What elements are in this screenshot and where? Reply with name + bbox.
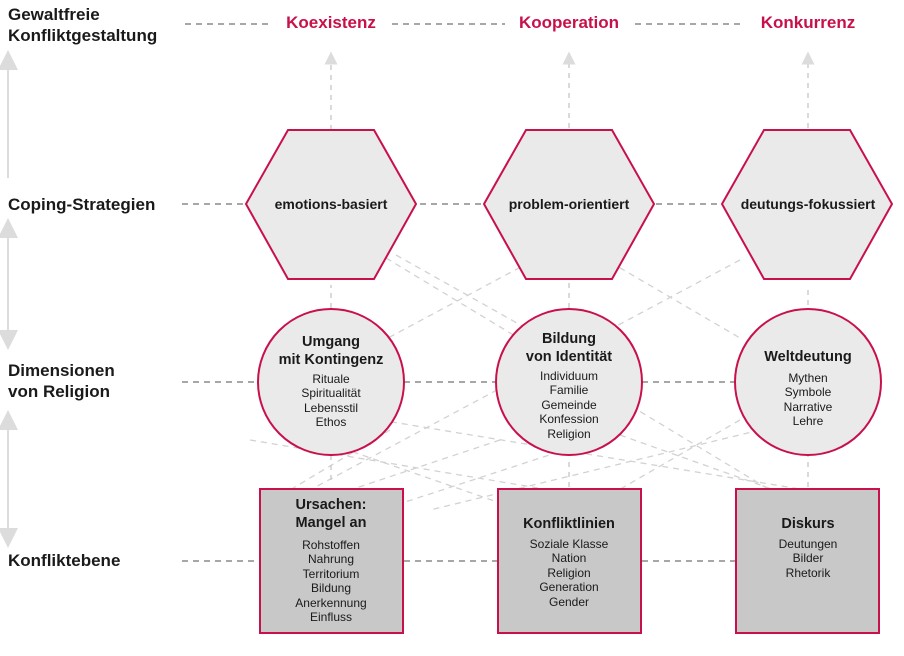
dimension-item: Lebensstil [303,400,359,415]
strategy-label-emotions: emotions-basiert [274,196,388,212]
box-ursachen [259,488,404,634]
conflict-konfliktlinien: Konfliktlinien Soziale Klasse Nation Rel… [499,515,639,609]
dimension-kontingenz: Umgang mit Kontingenz Rituale Spirituali… [266,333,396,430]
dimension-item: Gemeinde [541,397,597,412]
conflict-item: Generation [539,580,599,595]
conflict-title: Ursachen: Mangel an [295,497,367,531]
conflict-title: Konfliktlinien [523,516,615,532]
circle-identitaet [495,308,643,456]
circle-weltdeutung [734,308,882,456]
conflict-item: Bildung [310,581,352,596]
goal-label-cooperation: Kooperation [518,13,620,32]
dimension-weltdeutung: Weltdeutung Mythen Symbole Narrative Leh… [743,348,873,429]
dimension-item: Lehre [792,414,824,429]
conflict-item: Gender [548,594,590,609]
dimension-title: Weltdeutung [764,349,852,365]
conflict-items: Deutungen Bilder Rhetorik [738,537,878,580]
strategy-label-deutung: deutungs-fokussiert [740,196,876,212]
conflict-item: Territorium [302,566,360,581]
dimension-item: Familie [549,383,589,398]
dimension-items: Rituale Spiritualität Lebensstil Ethos [266,372,396,430]
dimension-title: Bildung von Identität [525,331,613,365]
conflict-item: Rohstoffen [302,538,360,552]
hexagon-problem [482,129,656,280]
level-label-goal: Gewaltfreie Konfliktgestaltung [8,5,158,45]
strategy-label-problem: problem-orientiert [508,196,630,212]
conflict-title: Diskurs [781,516,835,532]
conflict-item: Anerkennung [295,595,367,610]
conflict-items: Soziale Klasse Nation Religion Generatio… [499,537,639,609]
conflict-ursachen: Ursachen: Mangel an Rohstoffen Nahrung T… [261,496,401,624]
dimension-items: Mythen Symbole Narrative Lehre [743,371,873,429]
conflict-item: Rhetorik [785,565,831,580]
dimension-title: Umgang mit Kontingenz [278,334,384,368]
goal-label-competition: Konkurrenz [760,13,856,32]
dimension-item: Ethos [315,415,347,430]
conflict-items: Rohstoffen Nahrung Territorium Bildung A… [261,538,401,624]
conflict-item: Soziale Klasse [529,537,609,551]
conflict-item: Religion [547,565,591,580]
level-label-religion: Dimensionen von Religion [8,361,115,401]
dimension-item: Konfession [539,412,599,427]
level-lines [182,23,745,562]
hexagon-deutung [720,129,894,280]
box-konfliktlinien [497,488,642,634]
conflict-item: Einfluss [309,610,353,625]
dimension-identitaet: Bildung von Identität Individuum Familie… [504,330,634,441]
dimension-item: Rituale [312,372,350,386]
hexagon-emotions [244,129,418,280]
box-diskurs [735,488,880,634]
dimension-item: Narrative [783,399,833,414]
circle-kontingenz [257,308,405,456]
conflict-diskurs: Diskurs Deutungen Bilder Rhetorik [738,515,878,580]
conflict-item: Deutungen [778,537,838,551]
dimension-item: Symbole [784,385,832,400]
conflict-item: Bilder [792,551,824,566]
dimension-item: Mythen [788,371,828,385]
dimension-item: Religion [547,426,591,441]
level-label-conflict: Konfliktebene [8,551,121,570]
goal-label-coexistence: Koexistenz [286,13,376,32]
dimension-items: Individuum Familie Gemeinde Konfession R… [504,369,634,441]
level-label-coping: Coping-Strategien [8,195,156,214]
conflict-item: Nahrung [307,552,355,567]
conflict-item: Nation [551,551,587,566]
dimension-item: Spiritualität [301,386,361,401]
dimension-item: Individuum [539,369,599,383]
